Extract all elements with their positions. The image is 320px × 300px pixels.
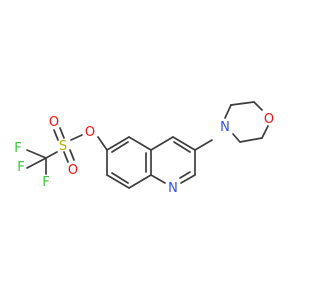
bond-n1-c8a — [150, 174, 166, 184]
bond-c2-n1-inner — [179, 171, 191, 179]
bond-s-o2-b — [69, 149, 75, 161]
atom-o2: O — [68, 163, 78, 178]
atom-o3: O — [85, 125, 95, 140]
bond-c8-c7-inner — [111, 172, 129, 184]
atom-f1: F — [17, 160, 24, 175]
atom-s: S — [59, 139, 67, 154]
atom-f2: F — [42, 175, 49, 190]
atom-f3: F — [14, 141, 21, 156]
molecule-canvas: F F F S O O O N N O — [14, 101, 275, 196]
atom-layer: F F F S O O O N N O — [14, 112, 274, 196]
bond-layer — [26, 101, 269, 189]
bond-c8-c7 — [106, 174, 130, 189]
bond-c5-c4a — [128, 136, 152, 151]
bond-ca-cb — [230, 101, 255, 106]
atom-o1: O — [49, 115, 59, 130]
bond-c2-n1 — [180, 174, 196, 184]
molecule-structure: F F F S O O O N N O — [14, 101, 274, 196]
atom-n1: N — [168, 181, 178, 196]
bond-c-f3 — [26, 149, 47, 159]
bond-cb-o4 — [253, 101, 263, 111]
bond-o4-cc — [261, 125, 269, 139]
bond-s-o1-b — [59, 127, 65, 139]
atom-n2: N — [220, 120, 230, 135]
bond-c8a-c8 — [128, 174, 152, 189]
bond-s-o1-a — [53, 129, 59, 141]
bond-c6-c5 — [106, 136, 130, 151]
bond-c6-c5-inner — [111, 141, 129, 153]
bond-s-o3 — [70, 134, 83, 141]
bond-c4-c3 — [172, 136, 196, 151]
atom-o4: O — [264, 112, 274, 127]
bond-c-s — [45, 151, 58, 159]
bond-cc-cd — [239, 137, 263, 143]
bond-o3-c6 — [97, 136, 108, 151]
bond-c-f1 — [26, 157, 47, 169]
bond-c3-n2 — [194, 139, 213, 151]
bond-cd-n2 — [232, 133, 241, 143]
bond-s-o2-a — [63, 151, 69, 163]
bond-c4-c3-inner — [173, 141, 191, 153]
bond-n2-ca — [224, 104, 232, 119]
bond-c4a-c4 — [150, 136, 174, 151]
